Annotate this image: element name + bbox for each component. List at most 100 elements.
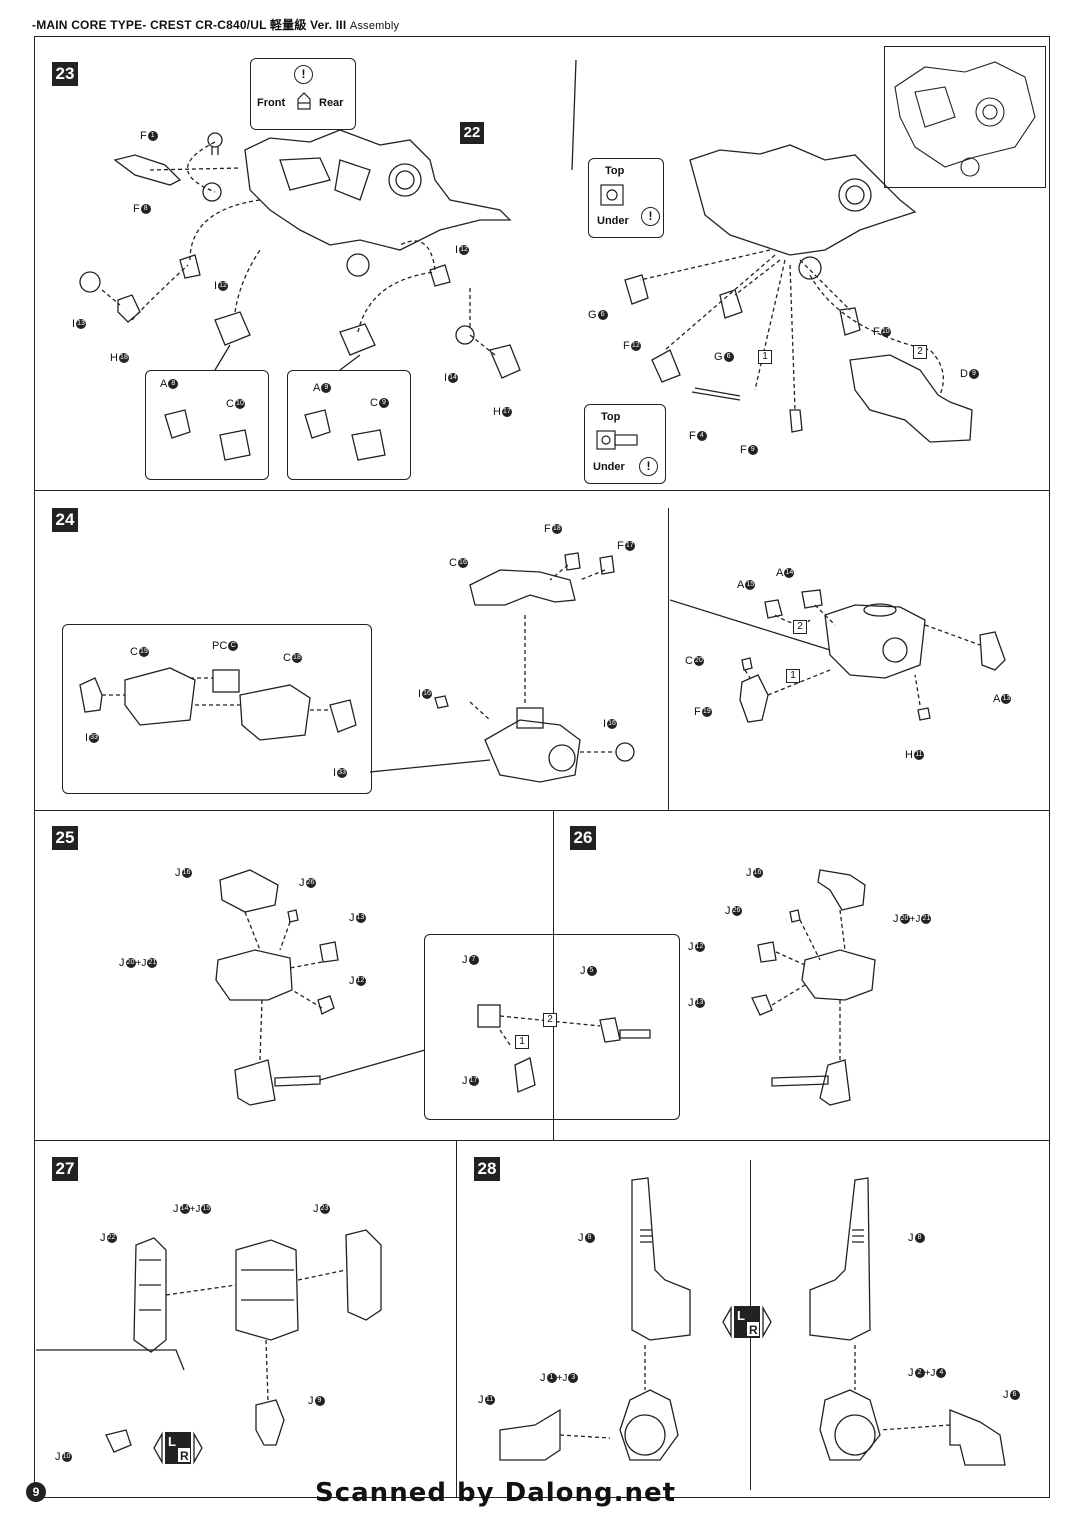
step-23-badge: 23 xyxy=(52,62,78,86)
step-24-right-diagram xyxy=(670,589,1006,723)
step-order-1: 1 xyxy=(515,1035,529,1049)
divider xyxy=(553,810,554,1140)
warning-icon: ! xyxy=(294,65,313,84)
top-label: Top xyxy=(601,411,621,423)
divider xyxy=(34,1140,1050,1141)
completed-assembly-illustration xyxy=(894,61,1036,177)
step-26-badge: 26 xyxy=(570,826,596,850)
header-title: -MAIN CORE TYPE- CREST CR-C840/UL 軽量級 Ve… xyxy=(32,18,347,32)
step-22-reference: 22 xyxy=(460,122,484,144)
left-right-indicator-icon: L R xyxy=(722,1305,772,1339)
subassembly-box-j7-j5-j17 xyxy=(424,934,680,1120)
step-27-diagram xyxy=(36,1229,382,1453)
divider xyxy=(668,508,669,810)
lr-left-letter: L xyxy=(737,1308,745,1323)
step-23-right-diagram xyxy=(571,59,973,443)
part-orientation-icon xyxy=(297,92,311,110)
step-23-left-diagram xyxy=(79,129,521,461)
top-under-callout-1: Top Under ! xyxy=(588,158,664,238)
step-order-2: 2 xyxy=(543,1013,557,1027)
step-24-badge: 24 xyxy=(52,508,78,532)
page-frame xyxy=(34,36,1050,1498)
warning-icon: ! xyxy=(641,207,660,226)
step-28-diagram xyxy=(499,1177,1006,1466)
completed-view-inset xyxy=(884,46,1046,188)
step-28-badge: 28 xyxy=(474,1157,500,1181)
front-rear-callout: ! Front Rear xyxy=(250,58,356,130)
step-25-diagram xyxy=(215,869,651,1106)
top-under-callout-2: Top Under ! xyxy=(584,404,666,484)
under-label: Under xyxy=(597,215,629,227)
divider xyxy=(34,810,1050,811)
subassembly-box-a9-c9 xyxy=(287,370,411,480)
scanner-credit: Scanned by Dalong.net xyxy=(315,1478,677,1508)
under-label: Under xyxy=(593,461,625,473)
step-24-left-diagram xyxy=(79,552,635,783)
step-order-1: 1 xyxy=(786,669,800,683)
page-header: -MAIN CORE TYPE- CREST CR-C840/UL 軽量級 Ve… xyxy=(32,16,399,33)
step-order-2: 2 xyxy=(913,345,927,359)
lr-right-letter: R xyxy=(749,1323,758,1337)
header-sub: Assembly xyxy=(349,20,400,32)
step-order-1: 1 xyxy=(758,350,772,364)
step-order-2: 2 xyxy=(793,620,807,634)
lr-left-letter: L xyxy=(168,1434,176,1449)
subassembly-box-a8-c10 xyxy=(145,370,269,480)
part-orientation-icon xyxy=(600,184,624,206)
left-right-indicator-icon: L R xyxy=(153,1431,203,1465)
subassembly-box-c19-c18 xyxy=(62,624,372,794)
step-25-badge: 25 xyxy=(52,826,78,850)
divider xyxy=(456,1140,457,1498)
top-label: Top xyxy=(605,165,625,177)
warning-icon: ! xyxy=(639,457,658,476)
